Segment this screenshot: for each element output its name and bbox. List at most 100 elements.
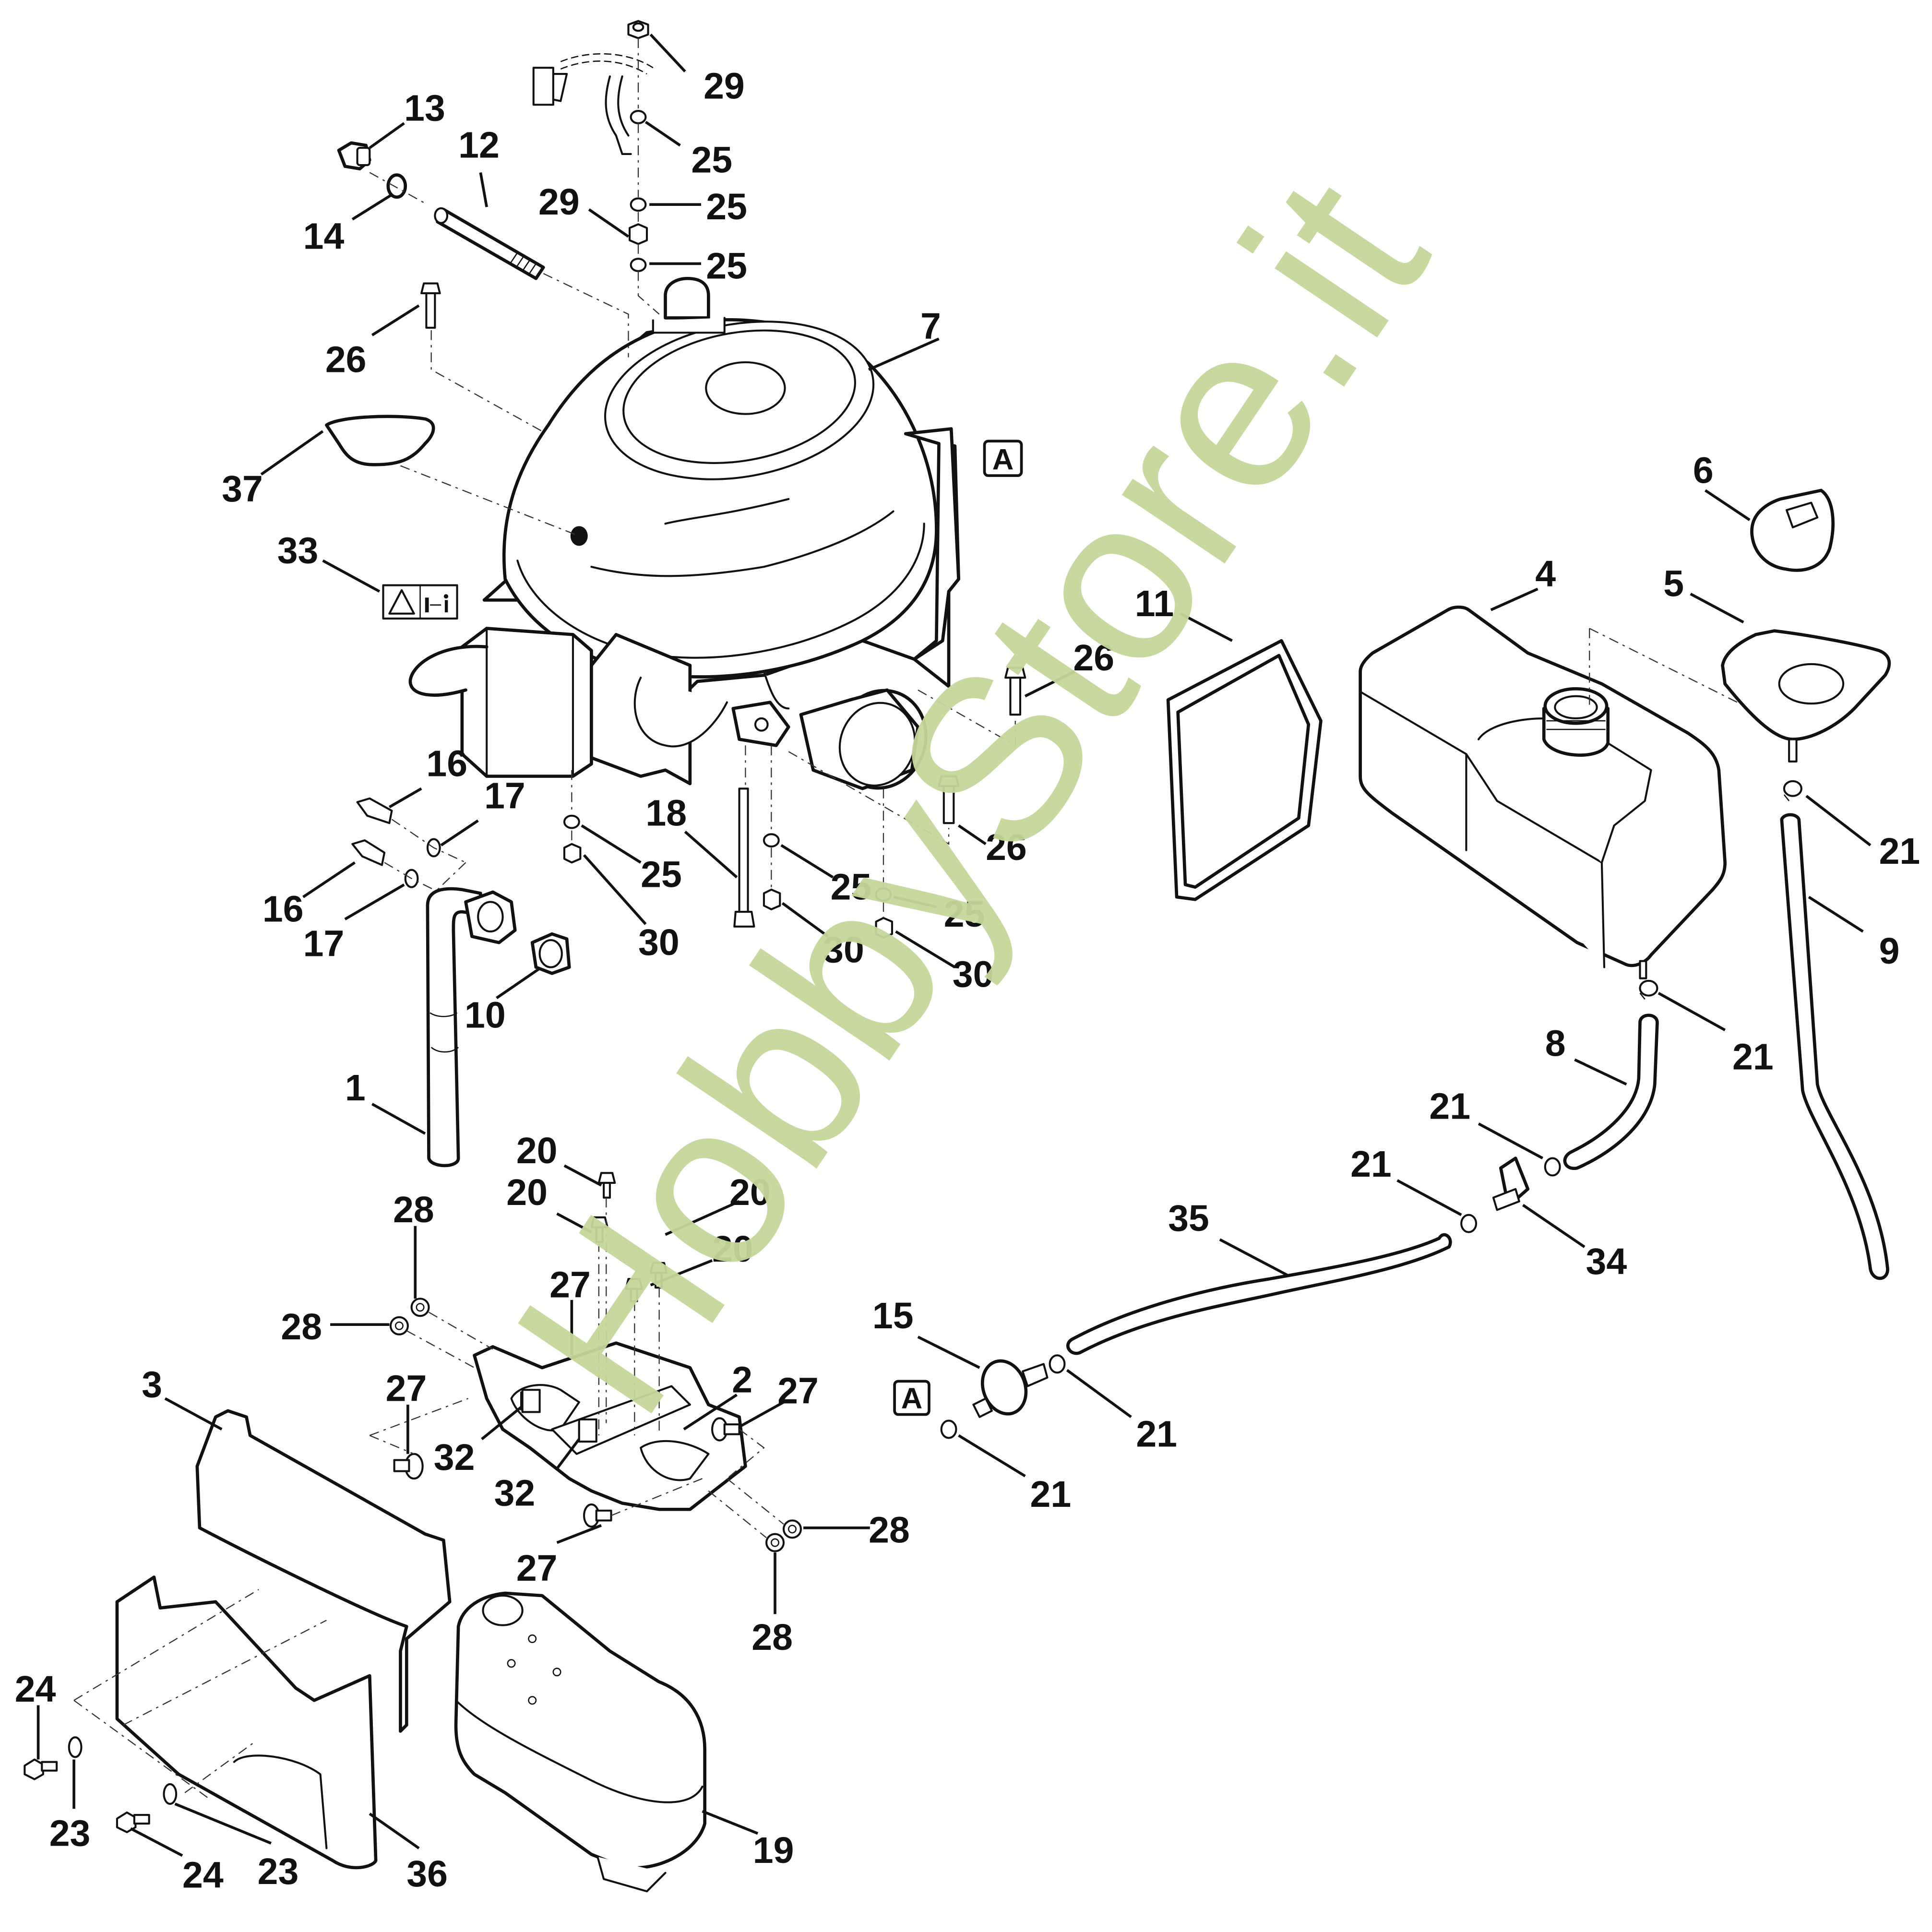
flange-nut-part-28-b[interactable] bbox=[389, 1316, 409, 1336]
callout-25-d: 25 bbox=[641, 854, 682, 895]
callout-28-a: 28 bbox=[393, 1189, 434, 1230]
callout-20-c: 20 bbox=[729, 1172, 771, 1213]
washer-part-25-f[interactable] bbox=[875, 887, 892, 902]
washer-part-25-d[interactable] bbox=[563, 814, 580, 829]
flange-nut-part-28-d[interactable] bbox=[765, 1533, 785, 1552]
callout-25-c: 25 bbox=[706, 245, 747, 286]
reference-mark-a-filter: A bbox=[893, 1380, 930, 1416]
callout-21-d: 21 bbox=[1350, 1144, 1392, 1185]
hose-clamp-part-21-e[interactable] bbox=[1049, 1354, 1066, 1374]
hose-clamp-part-21-b[interactable] bbox=[1639, 979, 1658, 1000]
screw-part-16-a[interactable] bbox=[356, 797, 393, 824]
screw-part-27-b[interactable] bbox=[711, 1417, 740, 1442]
callout-29-mid: 29 bbox=[538, 181, 580, 223]
clip-nut-part-32-a[interactable] bbox=[521, 1389, 541, 1413]
callout-20-d: 20 bbox=[712, 1228, 753, 1270]
warning-decal-part-33[interactable] bbox=[382, 584, 458, 620]
callout-24-a: 24 bbox=[15, 1669, 56, 1710]
funnel-part-5[interactable] bbox=[1721, 629, 1891, 763]
washer-part-25-c[interactable] bbox=[630, 258, 647, 272]
callout-29-top: 29 bbox=[704, 65, 745, 107]
callout-23-a: 23 bbox=[49, 1813, 91, 1854]
callout-12: 12 bbox=[458, 125, 500, 166]
flange-nut-part-28-c[interactable] bbox=[782, 1519, 802, 1539]
hose-clamp-part-21-d[interactable] bbox=[1460, 1214, 1478, 1233]
callout-16-a: 16 bbox=[426, 743, 467, 785]
muffler-part-19[interactable] bbox=[454, 1591, 707, 1893]
exhaust-pipe-part-1[interactable] bbox=[426, 887, 517, 1168]
callout-26-lower: 26 bbox=[986, 827, 1027, 868]
rear-guard-part-3[interactable] bbox=[195, 1409, 452, 1733]
fuel-hose-part-8[interactable] bbox=[1563, 1014, 1659, 1170]
callout-19: 19 bbox=[753, 1830, 794, 1871]
nut-part-30-b[interactable] bbox=[763, 888, 781, 910]
callout-24-b: 24 bbox=[182, 1855, 224, 1896]
engine-part-7[interactable] bbox=[408, 276, 960, 800]
callout-5: 5 bbox=[1663, 563, 1684, 605]
screw-part-27-c[interactable] bbox=[583, 1503, 612, 1528]
fuel-hose-part-35[interactable] bbox=[1066, 1233, 1452, 1355]
screw-part-27-a[interactable] bbox=[393, 1453, 424, 1480]
washer-part-25-b[interactable] bbox=[630, 197, 647, 212]
callout-27-c: 27 bbox=[777, 1370, 819, 1411]
callout-33: 33 bbox=[277, 530, 319, 571]
bolt-part-26-top[interactable] bbox=[420, 282, 441, 329]
washer-part-25-e[interactable] bbox=[763, 833, 780, 847]
bolt-part-26-lower[interactable] bbox=[938, 775, 960, 824]
hose-clamp-part-21-a[interactable] bbox=[1783, 780, 1802, 801]
screw-part-20-a[interactable] bbox=[597, 1172, 616, 1199]
belt-part-11[interactable] bbox=[1166, 639, 1323, 901]
fuel-tank-part-4[interactable] bbox=[1359, 605, 1727, 979]
callout-20-a: 20 bbox=[516, 1130, 558, 1171]
callout-13: 13 bbox=[404, 88, 445, 129]
washer-part-25-a[interactable] bbox=[630, 110, 647, 124]
callout-labels: 13 12 14 29 25 29 25 25 26 7 37 33 6 4 5… bbox=[15, 65, 1920, 1896]
callout-25-a: 25 bbox=[691, 139, 732, 180]
hose-clamp-part-21-c[interactable] bbox=[1544, 1157, 1561, 1177]
callout-28-c: 28 bbox=[869, 1510, 910, 1551]
callout-17-b: 17 bbox=[303, 923, 345, 964]
clip-nut-part-32-b[interactable] bbox=[578, 1418, 597, 1443]
reference-mark-a-engine: A bbox=[983, 440, 1023, 477]
leader-lines bbox=[36, 33, 1872, 1857]
callout-21-b: 21 bbox=[1732, 1037, 1774, 1078]
fuel-cap-part-6[interactable] bbox=[1750, 489, 1835, 572]
front-guard-part-36[interactable] bbox=[115, 1575, 378, 1870]
lock-washer-part-23-a[interactable] bbox=[68, 1736, 83, 1758]
drain-tube-part-12[interactable] bbox=[434, 207, 545, 280]
hose-clamp-part-21-f[interactable] bbox=[940, 1419, 957, 1439]
callout-15: 15 bbox=[872, 1295, 914, 1336]
fuel-tap-part-34[interactable] bbox=[1492, 1157, 1530, 1211]
callout-21-a: 21 bbox=[1879, 831, 1920, 872]
nut-part-30-a[interactable] bbox=[563, 843, 582, 864]
svg-text:A: A bbox=[992, 443, 1014, 476]
callout-32-a: 32 bbox=[434, 1437, 475, 1478]
callout-27-a: 27 bbox=[549, 1264, 591, 1306]
screw-part-20-c[interactable] bbox=[649, 1262, 668, 1289]
seal-ring-part-14[interactable] bbox=[386, 173, 407, 199]
wiring-harness[interactable] bbox=[532, 53, 654, 155]
vent-hose-part-9[interactable] bbox=[1780, 813, 1889, 1280]
fuel-filter-part-15[interactable] bbox=[972, 1355, 1049, 1420]
nut-part-29-mid[interactable] bbox=[628, 223, 648, 245]
screw-part-20-d[interactable] bbox=[625, 1278, 643, 1302]
nut-part-29-top[interactable] bbox=[627, 20, 649, 39]
screw-part-20-b[interactable] bbox=[590, 1216, 608, 1243]
drain-plug-part-13[interactable] bbox=[337, 141, 371, 171]
lock-washer-part-23-b[interactable] bbox=[163, 1783, 178, 1805]
callout-25-b: 25 bbox=[706, 186, 747, 227]
screw-part-24-b[interactable] bbox=[116, 1811, 150, 1834]
callout-2: 2 bbox=[732, 1359, 752, 1400]
callout-16-b: 16 bbox=[262, 889, 304, 930]
bolt-part-26-right[interactable] bbox=[1004, 667, 1026, 716]
flange-nut-part-28-a[interactable] bbox=[410, 1298, 430, 1317]
screw-part-16-b[interactable] bbox=[351, 839, 386, 866]
callout-26-top: 26 bbox=[325, 339, 367, 380]
callout-23-b: 23 bbox=[258, 1851, 299, 1892]
gasket-part-10[interactable] bbox=[530, 932, 571, 975]
decal-part-37[interactable] bbox=[325, 415, 435, 466]
callout-20-b: 20 bbox=[506, 1172, 548, 1213]
bolt-part-18[interactable] bbox=[733, 787, 755, 928]
callout-7: 7 bbox=[920, 306, 941, 347]
screw-part-24-a[interactable] bbox=[24, 1758, 58, 1780]
